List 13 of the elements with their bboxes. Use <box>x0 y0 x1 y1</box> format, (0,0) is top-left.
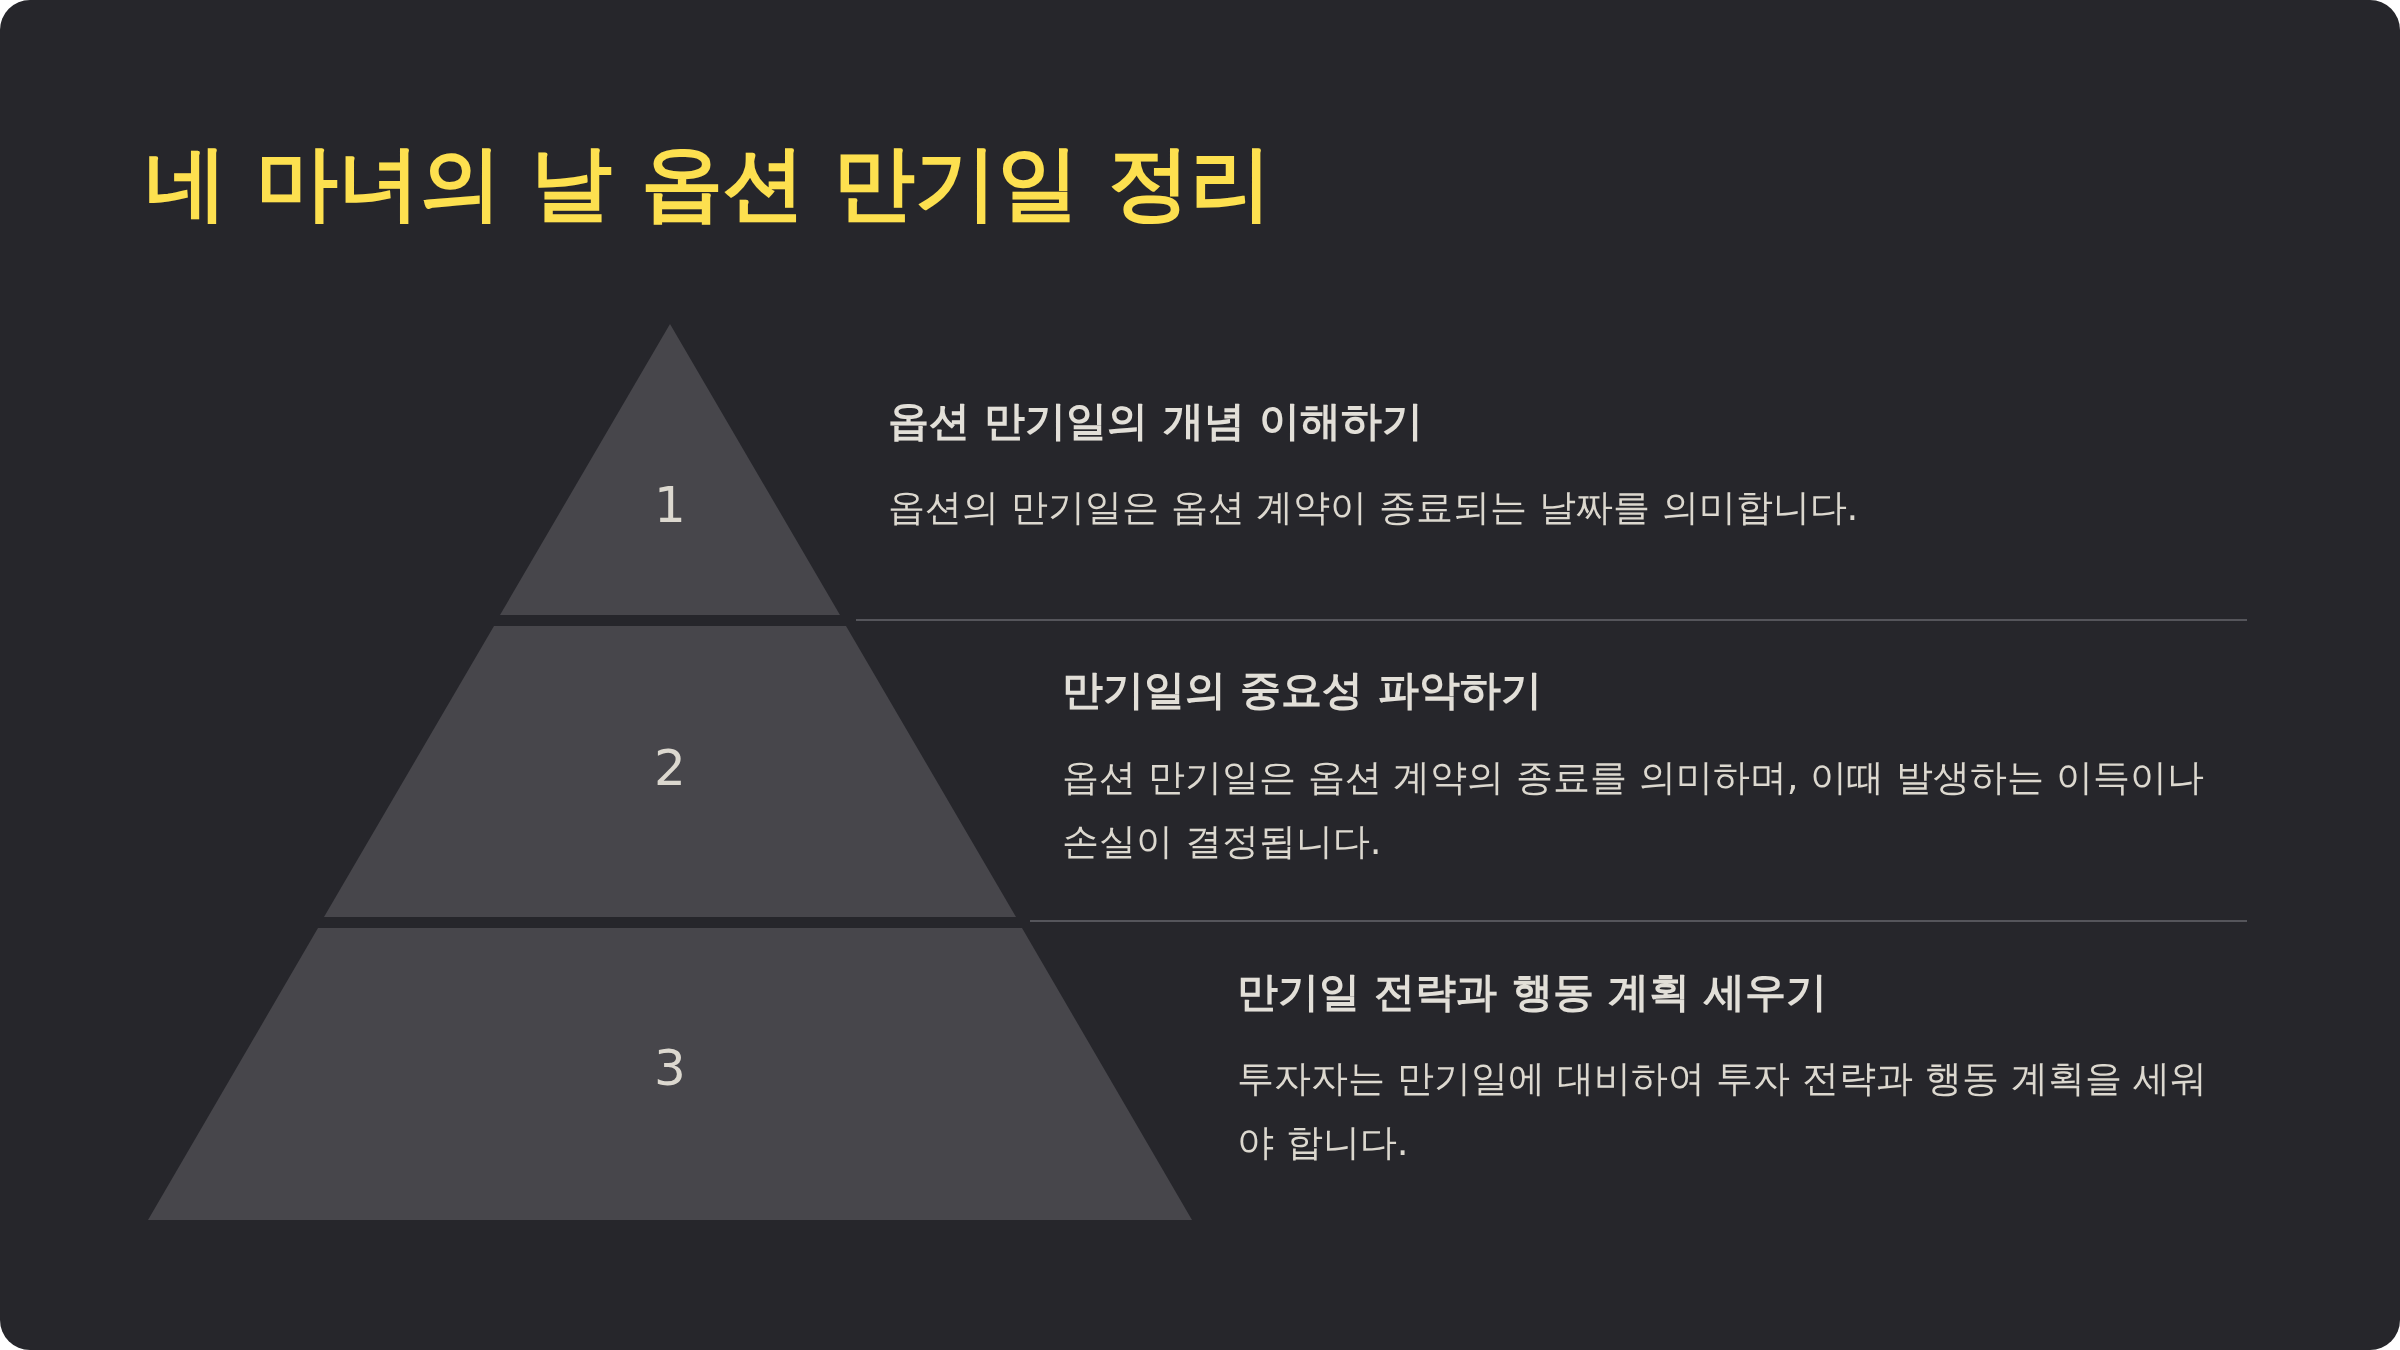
tier-heading: 만기일의 중요성 파악하기 <box>1062 665 1542 716</box>
tier-description: 옵션 만기일은 옵션 계약의 종료를 의미하며, 이때 발생하는 이득이나 손실이 결정됩니다. <box>1062 755 2205 865</box>
pyramid-tier <box>500 324 840 615</box>
tier-description: 투자자는 만기일에 대비하여 투자 전략과 행동 계획을 세워야 합니다. <box>1237 1056 2209 1166</box>
tier-number: 2 <box>654 738 686 799</box>
pyramid-tier <box>324 626 1016 917</box>
pyramid-tier <box>148 928 1192 1220</box>
tier-description: 옵션의 만기일은 옵션 계약이 종료되는 날짜를 의미합니다. <box>888 485 1860 531</box>
tier-number: 1 <box>654 475 686 536</box>
tier-number: 3 <box>654 1038 686 1099</box>
title: 네 마녀의 날 옵션 만기일 정리 <box>145 134 1272 232</box>
tier-heading: 만기일 전략과 행동 계획 세우기 <box>1237 967 1828 1018</box>
tier-heading: 옵션 만기일의 개념 이해하기 <box>888 396 1423 447</box>
